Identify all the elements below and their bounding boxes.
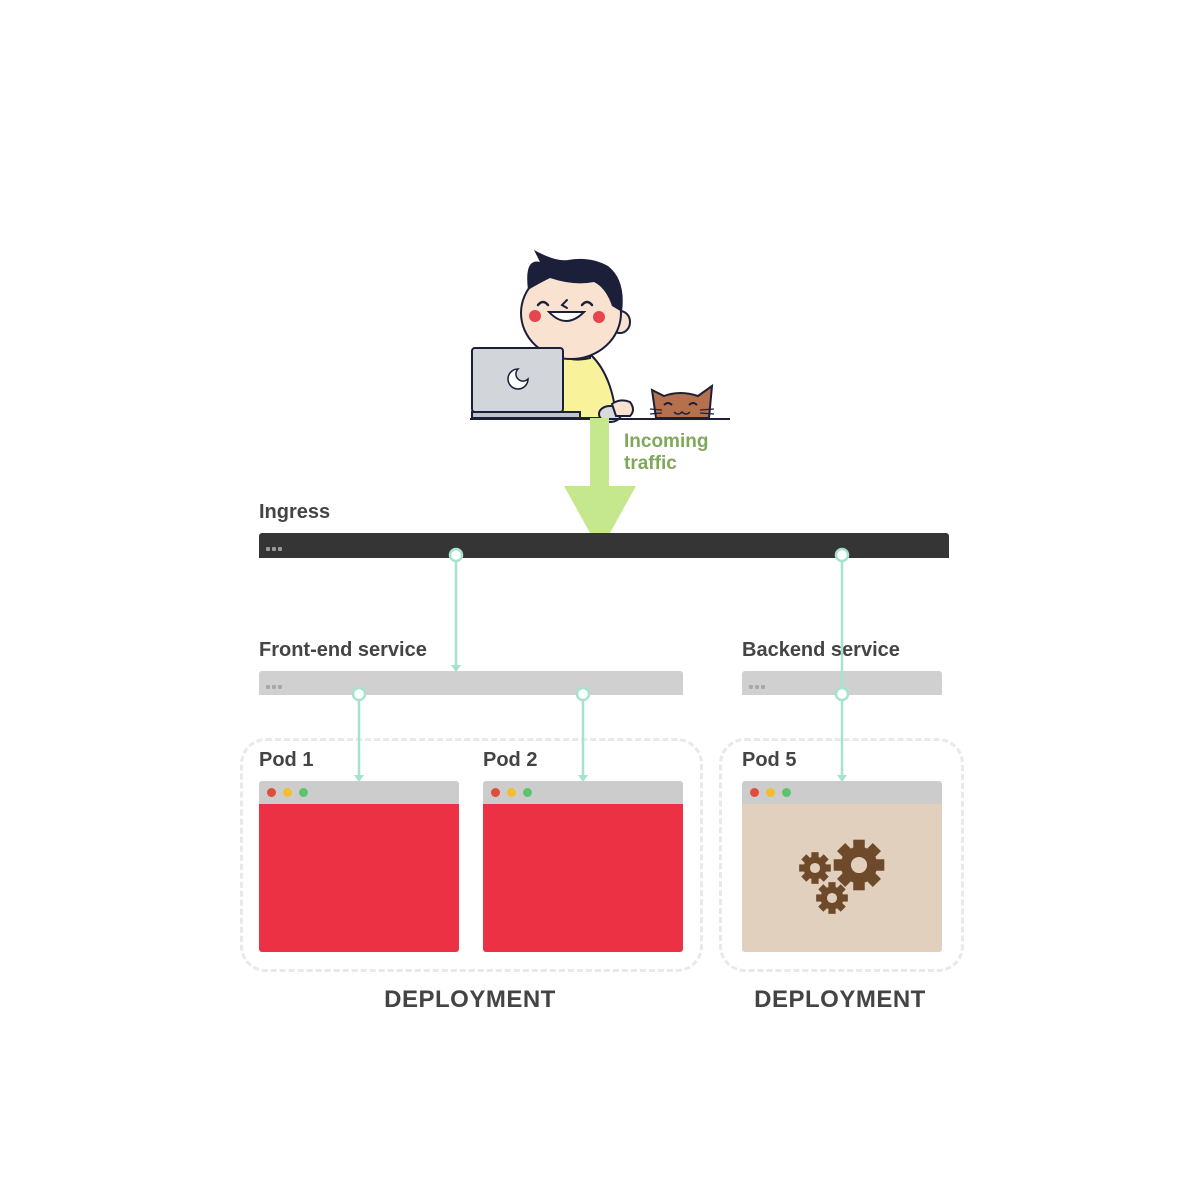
backend-deployment-label: DEPLOYMENT — [710, 986, 970, 1014]
frontend-port-pod2 — [577, 688, 589, 700]
backend-port-pod5 — [836, 688, 848, 700]
frontend-port-pod1 — [353, 688, 365, 700]
ingress-port-frontend — [450, 549, 462, 561]
frontend-deployment-label: DEPLOYMENT — [340, 986, 600, 1014]
ingress-port-backend — [836, 549, 848, 561]
